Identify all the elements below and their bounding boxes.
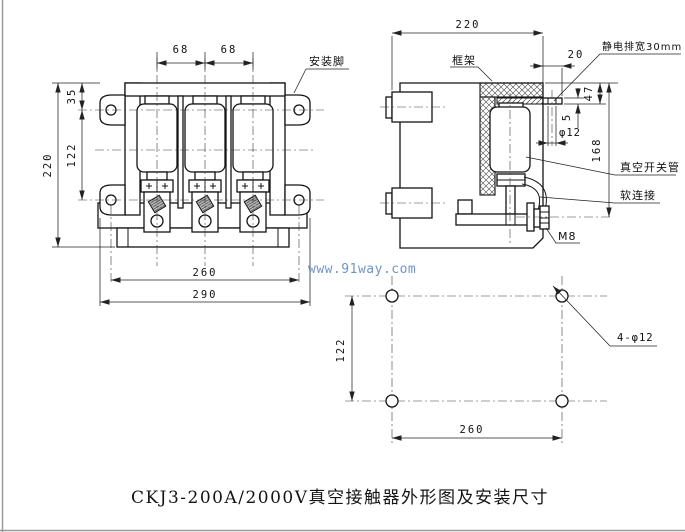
- dim-overall-width: 290: [193, 289, 218, 301]
- leader-static-busbar: [553, 53, 681, 102]
- dim-busbar-hole: φ12: [559, 127, 581, 139]
- label-flexible-connector: 软连接: [620, 188, 656, 202]
- label-bolt: M8: [558, 230, 577, 243]
- dim-busbar-thickness: 5: [561, 113, 573, 121]
- dim-busbar-overhang: 20: [568, 49, 585, 61]
- bracket: [457, 199, 473, 215]
- dim-overall-height: 220: [42, 153, 54, 178]
- leader-vacuum-interrupter: [525, 156, 676, 176]
- dim-pole-pitch-2: 68: [221, 44, 238, 56]
- bracket: [455, 213, 533, 226]
- mounting-plan: 122 260 4-φ12: [335, 276, 657, 443]
- terminal-pad: [195, 194, 215, 214]
- label-static-busbar: 静电排宽30mm: [602, 40, 682, 53]
- mounting-hole: [555, 394, 569, 408]
- static-busbar-tab: [542, 97, 563, 105]
- mounting-hole: [385, 289, 399, 303]
- label-mounting-foot: 安装脚: [309, 54, 345, 68]
- dim-plan-hole-pitch-vertical: 122: [335, 338, 347, 363]
- label-vacuum-interrupter: 真空开关管: [620, 160, 680, 174]
- stem: [505, 185, 516, 215]
- dim-hole-pitch-vertical: 122: [66, 143, 78, 168]
- flexible-connector: [521, 183, 541, 211]
- tie-rod: [177, 95, 184, 209]
- leader-flexible-connector: [539, 196, 660, 204]
- watermark-text: www.91way.com: [308, 262, 416, 277]
- dim-busbar-to-terminal: 168: [591, 138, 603, 163]
- mounting-hole: [385, 394, 399, 408]
- tie-rod: [225, 95, 232, 209]
- bolt-washer: [533, 208, 541, 228]
- label-plan-holes: 4-φ12: [617, 332, 654, 344]
- leader-plan-holes: [552, 285, 657, 347]
- dim-overall-depth: 220: [456, 19, 481, 31]
- drawing-caption: CKJ3-200A/2000V真空接触器外形图及安装尺寸: [131, 488, 549, 508]
- dim-top-to-busbar: 47: [583, 85, 595, 102]
- leader-bolt: [545, 227, 580, 244]
- dim-hole-pitch-horizontal: 260: [193, 267, 218, 279]
- terminal-pad: [243, 194, 263, 214]
- dim-plan-hole-pitch-horizontal: 260: [460, 424, 485, 436]
- leader-frame: [450, 66, 493, 82]
- dim-pole-pitch-1: 68: [173, 44, 190, 56]
- terminal-pad: [147, 194, 167, 214]
- frame-insulation: [479, 82, 544, 98]
- front-view: 68 68 安装脚 220 35 122 260 290: [42, 44, 349, 306]
- dim-top-to-hole: 35: [66, 88, 78, 105]
- label-frame: 框架: [452, 54, 476, 67]
- side-view: 220 框架 20 静电排宽30mm 47 5 φ12 168: [380, 19, 682, 249]
- leader-mounting-foot: [293, 68, 349, 94]
